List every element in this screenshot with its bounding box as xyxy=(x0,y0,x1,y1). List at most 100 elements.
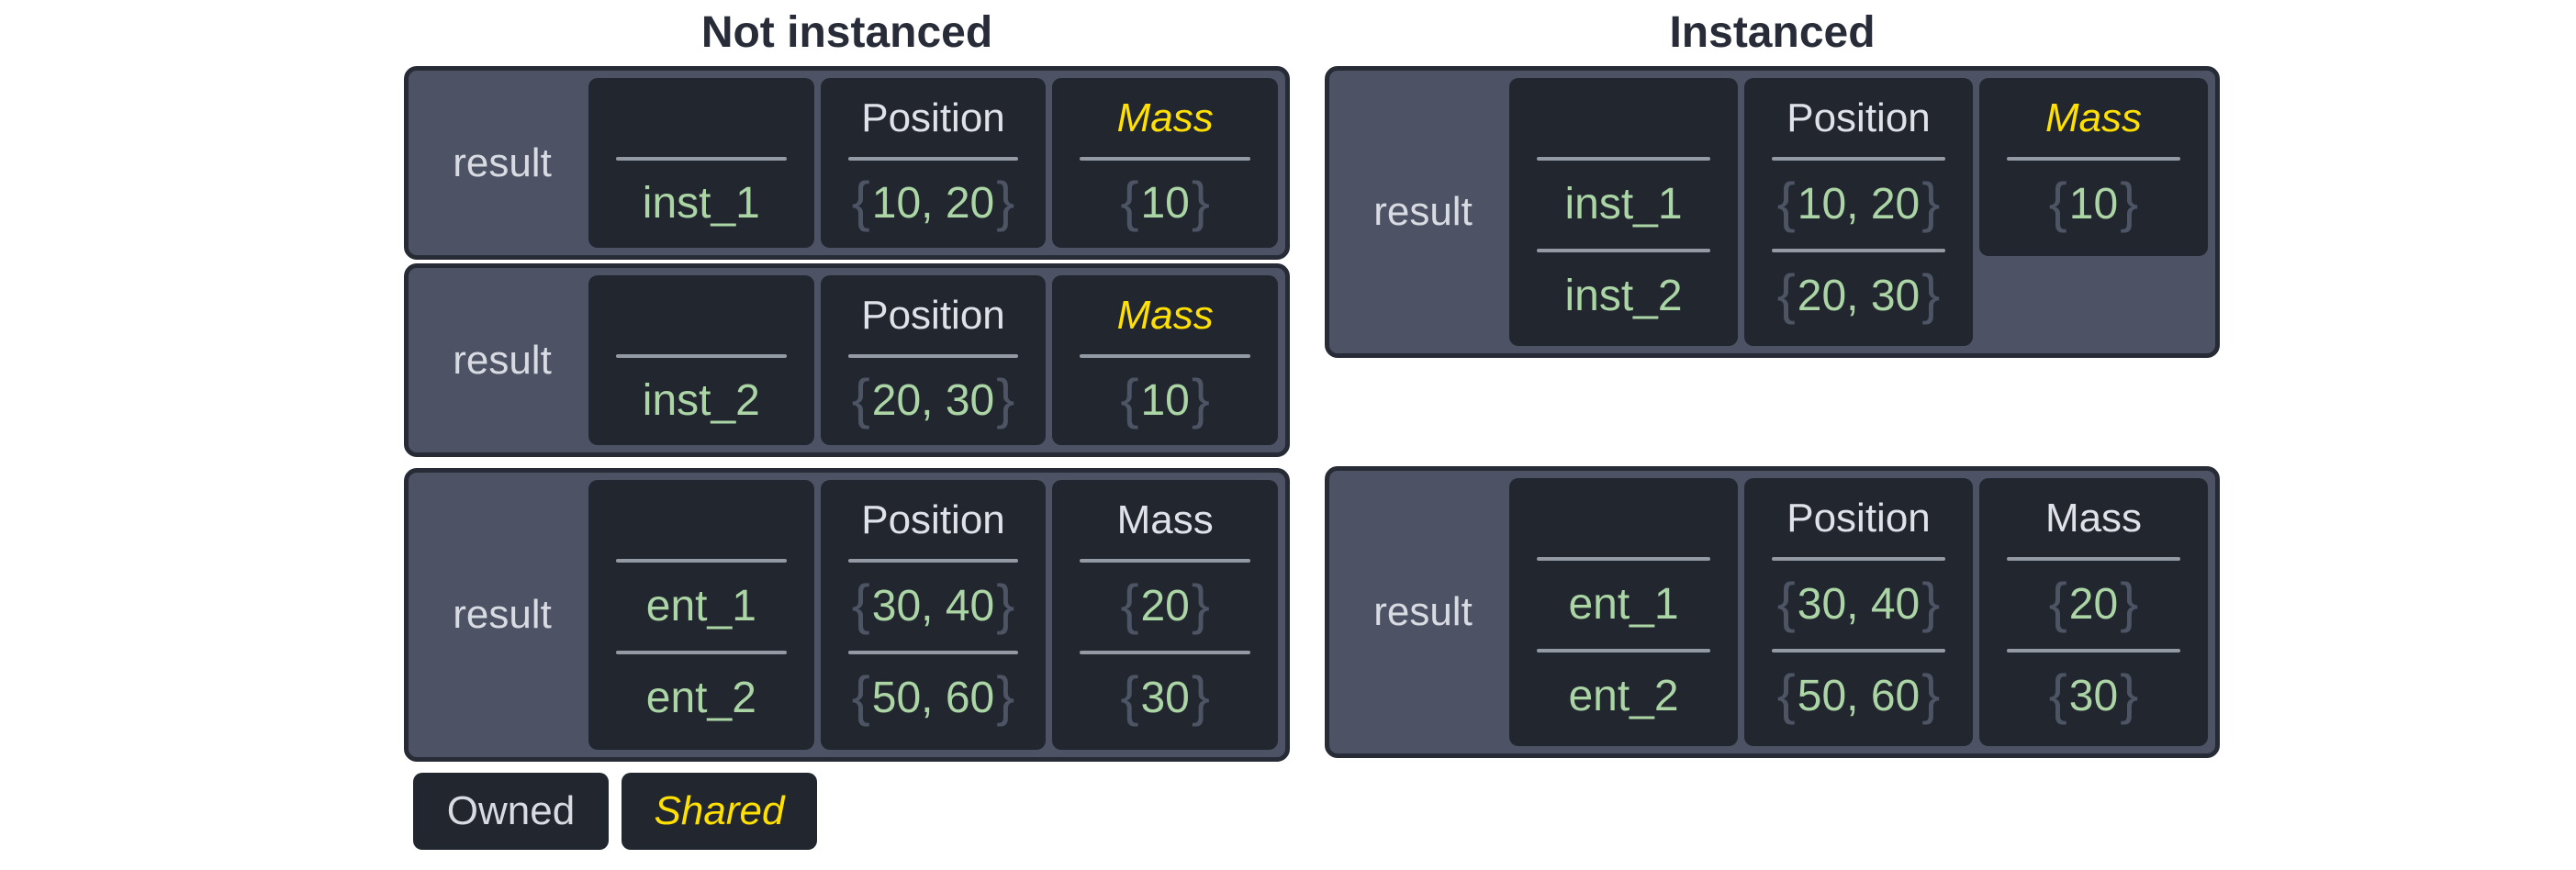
value-cell: {10} xyxy=(1990,161,2197,249)
value-cell: {20, 30} xyxy=(832,358,1036,443)
value-cell: {30, 40} xyxy=(1755,561,1962,649)
value-cell: ent_2 xyxy=(1520,652,1727,741)
mass-column: Mass {20} {30} xyxy=(1979,478,2208,746)
value-text: 20, 30 xyxy=(1797,272,1921,320)
open-brace: { xyxy=(851,170,870,232)
value-cell: {30} xyxy=(1990,652,2197,741)
open-brace: { xyxy=(1776,572,1796,633)
open-brace: { xyxy=(1120,170,1139,232)
value-text: inst_1 xyxy=(1564,180,1683,229)
mass-column: Mass {10} xyxy=(1052,275,1279,445)
entity-column: inst_2 xyxy=(588,275,814,445)
divider xyxy=(1772,557,1945,561)
open-brace: { xyxy=(1120,367,1139,429)
column-header: Position xyxy=(861,497,1005,542)
legend-owned: Owned xyxy=(413,773,609,850)
divider xyxy=(616,651,787,654)
entity-column: ent_1 ent_2 xyxy=(1509,478,1738,746)
close-brace: } xyxy=(1921,172,1941,233)
value-cell: inst_1 xyxy=(1520,161,1727,249)
close-brace: } xyxy=(1921,664,1941,725)
value-cell: {50, 60} xyxy=(1755,652,1962,741)
column-header: Mass xyxy=(2044,496,2143,541)
value-text: 20 xyxy=(1140,582,1190,630)
divider xyxy=(847,559,1019,563)
result-label: result xyxy=(1373,589,1473,634)
mass-column: Mass {10} xyxy=(1052,78,1279,248)
row-cells: inst_1 inst_2 Position {10, 20} {20, 30}… xyxy=(1509,78,2208,346)
entity-column: inst_1 xyxy=(588,78,814,248)
value-cell: inst_2 xyxy=(599,358,803,443)
open-brace: { xyxy=(1120,665,1139,727)
open-brace: { xyxy=(2048,664,2067,725)
value-cell: {20, 30} xyxy=(1755,252,1962,340)
divider xyxy=(616,354,787,358)
column-header-shared: Mass xyxy=(1116,95,1214,140)
value-text: inst_2 xyxy=(642,375,760,425)
value-text: ent_1 xyxy=(1568,580,1679,629)
divider xyxy=(847,354,1019,358)
divider xyxy=(1537,157,1710,161)
column-header-shared: Mass xyxy=(2044,95,2143,140)
divider xyxy=(1080,651,1251,654)
column-header: Position xyxy=(1786,95,1931,140)
close-brace: } xyxy=(1191,170,1210,232)
row-cells: inst_1 Position {10, 20} Mass {10} xyxy=(588,78,1279,248)
divider xyxy=(847,651,1019,654)
divider xyxy=(1772,157,1945,161)
divider xyxy=(616,559,787,563)
value-cell: {30, 40} xyxy=(832,563,1036,651)
value-text: ent_2 xyxy=(645,674,756,722)
result-box: result ent_1 ent_2 Position {30, 40} {50… xyxy=(1325,466,2220,758)
column-header xyxy=(599,80,803,157)
value-text: 50, 60 xyxy=(1797,672,1921,720)
close-brace: } xyxy=(996,170,1015,232)
result-label: result xyxy=(453,139,552,185)
legend-shared: Shared xyxy=(622,773,817,850)
value-text: 30, 40 xyxy=(871,582,995,630)
result-box: result inst_1 inst_2 Position {10, 20} {… xyxy=(1325,66,2220,358)
column-header xyxy=(1520,480,1727,557)
value-text: 30 xyxy=(2068,672,2119,720)
value-text: 10, 20 xyxy=(871,178,995,228)
divider xyxy=(1537,649,1710,652)
value-text: 10 xyxy=(1140,178,1190,228)
section-not-instanced: Not instanced result inst_1 Position {10… xyxy=(404,0,1290,850)
section-title: Not instanced xyxy=(700,8,993,57)
value-cell: {10} xyxy=(1063,161,1267,246)
value-text: 20, 30 xyxy=(871,375,995,425)
value-text: 30 xyxy=(1140,674,1190,722)
value-cell: inst_2 xyxy=(1520,252,1727,340)
close-brace: } xyxy=(996,367,1015,429)
close-brace: } xyxy=(996,665,1015,727)
open-brace: { xyxy=(1120,574,1139,635)
open-brace: { xyxy=(1776,172,1796,233)
value-text: 10, 20 xyxy=(1797,180,1921,229)
value-cell: {10, 20} xyxy=(832,161,1036,246)
divider xyxy=(616,157,787,161)
position-column: Position {30, 40} {50, 60} xyxy=(820,480,1047,750)
column-header-shared: Mass xyxy=(1116,293,1214,338)
column-header xyxy=(599,482,803,559)
value-cell: ent_2 xyxy=(599,654,803,742)
divider xyxy=(1772,249,1945,252)
value-cell: {50, 60} xyxy=(832,654,1036,742)
value-text: 30, 40 xyxy=(1797,580,1921,629)
row-cells: ent_1 ent_2 Position {30, 40} {50, 60} M… xyxy=(1509,478,2208,746)
row-cells: inst_2 Position {20, 30} Mass {10} xyxy=(588,275,1279,445)
mass-column-shared-single: Mass {10} xyxy=(1979,78,2208,256)
result-label: result xyxy=(1373,189,1473,234)
open-brace: { xyxy=(851,367,870,429)
close-brace: } xyxy=(2120,664,2139,725)
open-brace: { xyxy=(2048,172,2067,233)
close-brace: } xyxy=(2120,172,2139,233)
column-header: Position xyxy=(861,293,1005,338)
value-text: inst_2 xyxy=(1564,272,1683,320)
value-cell: inst_1 xyxy=(599,161,803,246)
divider xyxy=(1772,649,1945,652)
value-text: 10 xyxy=(1140,375,1190,425)
value-text: 20 xyxy=(2068,580,2119,629)
legend: Owned Shared xyxy=(413,773,1290,850)
divider xyxy=(2007,557,2180,561)
